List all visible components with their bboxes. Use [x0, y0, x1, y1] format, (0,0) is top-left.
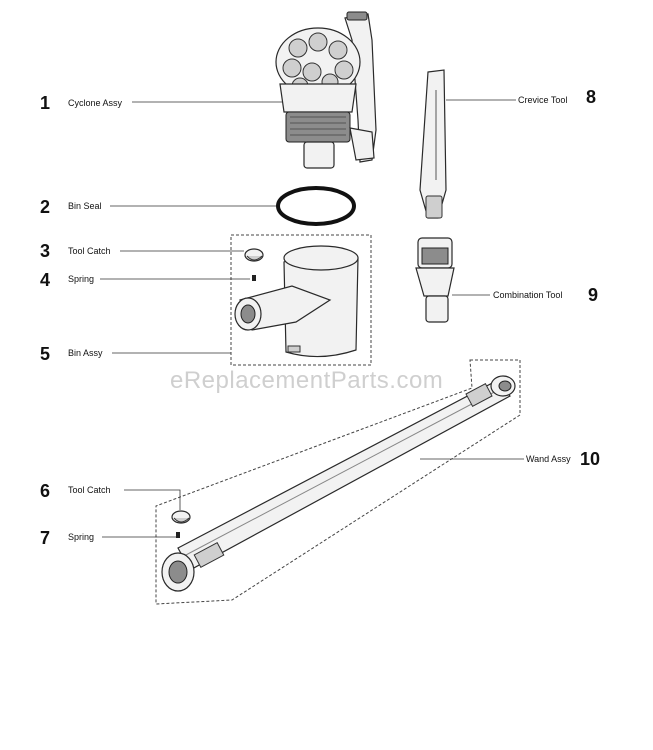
callout-4: 4 Spring — [40, 270, 94, 290]
tool-catch-illustration-2[interactable] — [171, 510, 191, 524]
bin-seal-illustration[interactable] — [276, 186, 356, 226]
callout-label: Spring — [68, 532, 94, 542]
callout-label: Tool Catch — [68, 485, 111, 495]
spring-illustration-2[interactable] — [176, 532, 180, 538]
callout-number: 3 — [40, 241, 50, 261]
watermark: eReplacementParts.com — [170, 367, 443, 394]
callout-9: Combination Tool 9 — [493, 285, 598, 305]
leader-lines — [100, 99, 524, 538]
callout-6: 6 Tool Catch — [40, 481, 111, 501]
callout-number: 1 — [40, 93, 50, 113]
bin-assembly-group-box — [230, 234, 372, 366]
wand-assembly-group-box — [155, 359, 521, 605]
callout-number: 8 — [586, 87, 596, 107]
callout-1: 1 Cyclone Assy — [40, 93, 123, 113]
callout-number: 7 — [40, 528, 50, 548]
callout-label: Combination Tool — [493, 290, 562, 300]
callout-2: 2 Bin Seal — [40, 197, 102, 217]
callout-label: Cyclone Assy — [68, 98, 123, 108]
bin-assembly-illustration[interactable] — [234, 245, 359, 358]
callout-7: 7 Spring — [40, 528, 94, 548]
callout-3: 3 Tool Catch — [40, 241, 111, 261]
callout-number: 9 — [588, 285, 598, 305]
callout-number: 5 — [40, 344, 50, 364]
spring-illustration[interactable] — [252, 275, 256, 281]
callout-number: 2 — [40, 197, 50, 217]
callout-label: Bin Assy — [68, 348, 103, 358]
callout-number: 10 — [580, 449, 600, 469]
callout-label: Tool Catch — [68, 246, 111, 256]
callout-10: Wand Assy 10 — [526, 449, 600, 469]
tool-catch-illustration[interactable] — [244, 248, 264, 262]
callout-number: 4 — [40, 270, 50, 290]
combination-tool-illustration[interactable] — [415, 237, 455, 323]
cyclone-assembly-illustration[interactable] — [275, 11, 377, 169]
callout-label: Wand Assy — [526, 454, 571, 464]
crevice-tool-illustration[interactable] — [419, 69, 447, 219]
callout-number: 6 — [40, 481, 50, 501]
wand-assembly-illustration[interactable] — [161, 375, 516, 592]
callout-label: Bin Seal — [68, 201, 102, 211]
callout-label: Spring — [68, 274, 94, 284]
callout-label: Crevice Tool — [518, 95, 567, 105]
callout-8: Crevice Tool 8 — [518, 87, 596, 107]
callout-5: 5 Bin Assy — [40, 344, 103, 364]
